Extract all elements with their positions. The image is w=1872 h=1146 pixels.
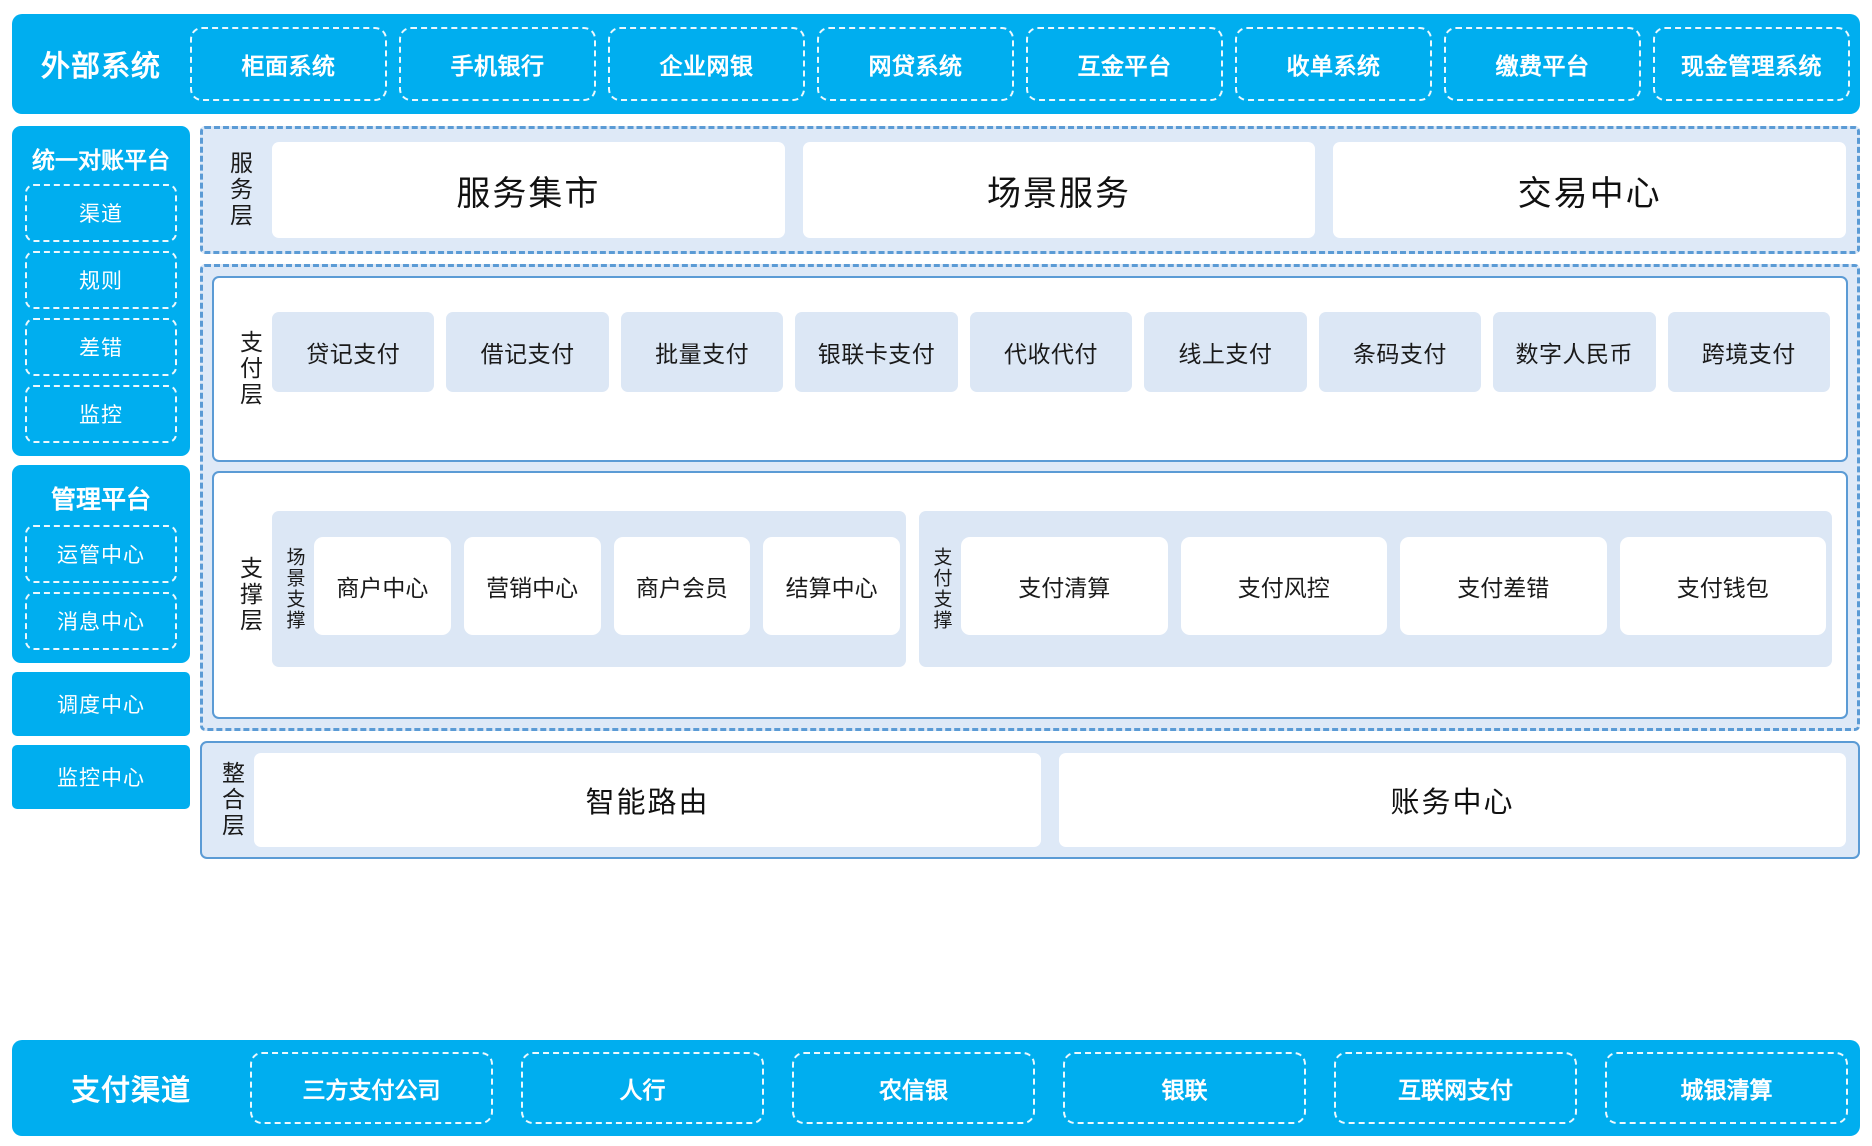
sidebar-item-operations-center[interactable]: 运管中心 (25, 525, 177, 583)
payment-channel-list: 三方支付公司 人行 农信银 银联 互联网支付 城银清算 (250, 1052, 1848, 1124)
integration-card-smart-routing[interactable]: 智能路由 (254, 753, 1041, 847)
payment-channel-title: 支付渠道 (70, 1075, 191, 1107)
payment-layer-cards: 贷记支付 借记支付 批量支付 银联卡支付 代收代付 线上支付 条码支付 数字人民… (272, 290, 1834, 448)
channel-chip-internet-payment[interactable]: 互联网支付 (1334, 1052, 1577, 1124)
service-card-scenario[interactable]: 场景服务 (802, 142, 1316, 238)
external-system-chip[interactable]: 互金平台 (1026, 27, 1223, 101)
channel-chip-unionpay[interactable]: 银联 (1063, 1052, 1306, 1124)
external-system-chip[interactable]: 网贷系统 (817, 27, 1014, 101)
payment-card-credit[interactable]: 贷记支付 (272, 312, 435, 392)
service-layer-label: 服务层 (226, 151, 253, 229)
service-layer-row: 服务层 服务集市 场景服务 交易中心 (212, 138, 1848, 242)
service-card-transaction[interactable]: 交易中心 (1333, 142, 1847, 238)
payment-card-online[interactable]: 线上支付 (1144, 312, 1307, 392)
integration-layer-panel: 整合层 智能路由 账务中心 (200, 741, 1860, 859)
support-layer-groups: 场景支撑 商户中心 营销中心 商户会员 结算中心 支付支撑 支付清算 (272, 485, 1834, 705)
sidebar-item-channel[interactable]: 渠道 (25, 184, 177, 242)
payment-card-unionpay[interactable]: 银联卡支付 (795, 312, 958, 392)
reconciliation-platform-panel: 统一对账平台 渠道 规则 差错 监控 (12, 126, 190, 456)
left-sidebar: 统一对账平台 渠道 规则 差错 监控 管理平台 运管中心 消息中心 调度中心 监… (12, 126, 190, 1028)
service-layer-group: 服务层 服务集市 场景服务 交易中心 (200, 126, 1860, 254)
sidebar-spacer (12, 818, 190, 1028)
sidebar-item-monitor[interactable]: 监控 (25, 385, 177, 443)
external-system-chip[interactable]: 柜面系统 (190, 27, 387, 101)
integration-layer-label: 整合层 (218, 761, 245, 839)
integration-layer-cards: 智能路由 账务中心 (254, 753, 1846, 847)
scene-support-cards: 商户中心 营销中心 商户会员 结算中心 (314, 517, 900, 661)
payment-layer-label: 支付层 (236, 330, 263, 408)
payment-support-label: 支付支撑 (930, 547, 952, 631)
management-platform-items: 运管中心 消息中心 (25, 525, 177, 650)
external-systems-list: 柜面系统 手机银行 企业网银 网贷系统 互金平台 收单系统 缴费平台 现金管理系… (190, 27, 1850, 101)
scene-support-label: 场景支撑 (283, 547, 305, 631)
reconciliation-platform-items: 渠道 规则 差错 监控 (25, 184, 177, 443)
middle-region: 统一对账平台 渠道 规则 差错 监控 管理平台 运管中心 消息中心 调度中心 监… (12, 126, 1860, 1028)
channel-chip-rcc[interactable]: 农信银 (792, 1052, 1035, 1124)
support-card-payment-error[interactable]: 支付差错 (1400, 537, 1607, 635)
scene-support-group: 场景支撑 商户中心 营销中心 商户会员 结算中心 (272, 511, 906, 667)
payment-card-collection-payment[interactable]: 代收代付 (969, 312, 1133, 392)
service-layer-cards: 服务集市 场景服务 交易中心 (272, 142, 1847, 238)
sidebar-item-rule[interactable]: 规则 (25, 251, 177, 309)
support-card-payment-risk[interactable]: 支付风控 (1180, 537, 1387, 635)
channel-chip-city-bank-clearing[interactable]: 城银清算 (1605, 1052, 1848, 1124)
service-card-market[interactable]: 服务集市 (272, 142, 785, 238)
management-platform-title: 管理平台 (50, 486, 151, 514)
payment-card-batch[interactable]: 批量支付 (620, 312, 784, 392)
external-system-chip[interactable]: 缴费平台 (1444, 27, 1641, 101)
support-layer-panel: 支撑层 场景支撑 商户中心 营销中心 商户会员 结算中心 (212, 471, 1848, 719)
sidebar-item-monitoring-center[interactable]: 监控中心 (12, 745, 190, 809)
payment-card-cross-border[interactable]: 跨境支付 (1667, 312, 1830, 392)
layers-content: 服务层 服务集市 场景服务 交易中心 支付层 贷记支付 借记支付 批量 (200, 126, 1860, 1028)
support-card-merchant-member[interactable]: 商户会员 (613, 537, 751, 635)
external-system-chip[interactable]: 企业网银 (608, 27, 805, 101)
payment-card-barcode[interactable]: 条码支付 (1318, 312, 1482, 392)
external-system-chip[interactable]: 现金管理系统 (1653, 27, 1850, 101)
payment-card-digital-rmb[interactable]: 数字人民币 (1493, 312, 1656, 392)
external-systems-title: 外部系统 (40, 51, 161, 83)
sidebar-item-message-center[interactable]: 消息中心 (25, 592, 177, 650)
external-system-chip[interactable]: 收单系统 (1235, 27, 1432, 101)
support-card-payment-wallet[interactable]: 支付钱包 (1619, 537, 1826, 635)
support-layer-label: 支撑层 (236, 556, 263, 634)
external-system-chip[interactable]: 手机银行 (399, 27, 596, 101)
channel-chip-pboc[interactable]: 人行 (521, 1052, 764, 1124)
support-card-merchant-center[interactable]: 商户中心 (314, 537, 451, 635)
sidebar-item-scheduling-center[interactable]: 调度中心 (12, 672, 190, 736)
external-systems-bar: 外部系统 柜面系统 手机银行 企业网银 网贷系统 互金平台 收单系统 缴费平台 … (12, 14, 1860, 114)
payment-channel-bar: 支付渠道 三方支付公司 人行 农信银 银联 互联网支付 城银清算 (12, 1040, 1860, 1136)
support-card-marketing-center[interactable]: 营销中心 (463, 537, 601, 635)
sidebar-item-error[interactable]: 差错 (25, 318, 177, 376)
channel-chip-third-party[interactable]: 三方支付公司 (250, 1052, 493, 1124)
payment-support-group: 支付层 贷记支付 借记支付 批量支付 银联卡支付 代收代付 线上支付 条码支付 … (200, 264, 1860, 731)
reconciliation-platform-title: 统一对账平台 (32, 147, 170, 173)
support-card-settlement-center[interactable]: 结算中心 (763, 537, 900, 635)
payment-support-group-inner: 支付支撑 支付清算 支付风控 支付差错 支付钱包 (919, 511, 1832, 667)
payment-layer-panel: 支付层 贷记支付 借记支付 批量支付 银联卡支付 代收代付 线上支付 条码支付 … (212, 276, 1848, 462)
payment-card-debit[interactable]: 借记支付 (446, 312, 609, 392)
management-platform-panel: 管理平台 运管中心 消息中心 (12, 465, 190, 663)
integration-card-accounting-center[interactable]: 账务中心 (1059, 753, 1846, 847)
support-card-payment-clearing[interactable]: 支付清算 (961, 537, 1168, 635)
payment-support-cards: 支付清算 支付风控 支付差错 支付钱包 (961, 517, 1826, 661)
